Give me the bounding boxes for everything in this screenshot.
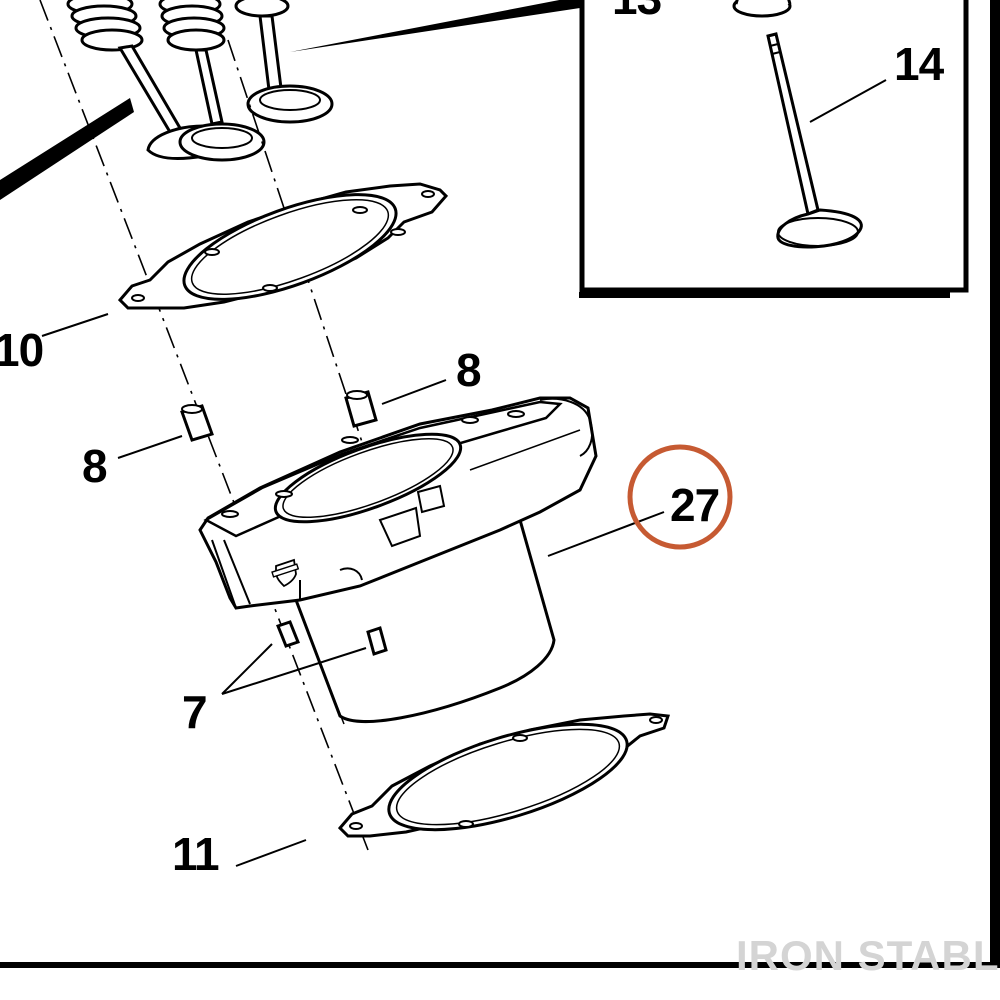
- valve-springs-assembly: [0, 0, 334, 200]
- valve-spring-left: [66, 0, 144, 52]
- callout-27: 27: [670, 479, 719, 531]
- callout-14: 14: [894, 38, 945, 90]
- callout-11: 11: [172, 828, 219, 880]
- bar-and-shield-logo: [271, 558, 300, 588]
- leader-10: [41, 313, 109, 337]
- watermark-text: IRON STABLE: [736, 932, 1000, 979]
- callout-7: 7: [182, 686, 207, 738]
- inset-detail-box: [290, 0, 969, 298]
- dowel-pin-right-7: [366, 626, 388, 656]
- callout-13: 13: [612, 0, 661, 24]
- leader-8-left: [117, 435, 183, 459]
- leader-14: [809, 79, 887, 123]
- valve-head-right: [246, 84, 334, 124]
- pointer-wedge-left: [0, 98, 134, 200]
- valve-part-14: [766, 32, 863, 249]
- callout-8-right: 8: [456, 344, 481, 396]
- leader-27: [547, 511, 665, 557]
- leader-11: [235, 839, 307, 867]
- callout-27-highlight-ring: [627, 444, 733, 550]
- leader-8-right: [381, 379, 447, 405]
- dowel-pin-right-8: [344, 390, 378, 428]
- frame-border: [0, 0, 1000, 968]
- valve-head-center: [178, 122, 266, 162]
- callout-8-left: 8: [82, 440, 107, 492]
- cylinder-part-27: [198, 396, 598, 725]
- inset-pointer: [290, 0, 580, 52]
- base-gasket-part-11: [337, 712, 671, 838]
- callout-10: 10: [0, 324, 43, 376]
- head-gasket-part-10: [117, 182, 449, 310]
- dowel-pin-left-8: [180, 404, 214, 442]
- valve-retainer-part: [732, 0, 792, 18]
- valve-spring-center: [158, 0, 226, 52]
- dowel-pin-left-7: [276, 620, 300, 648]
- leader-7: [221, 643, 367, 695]
